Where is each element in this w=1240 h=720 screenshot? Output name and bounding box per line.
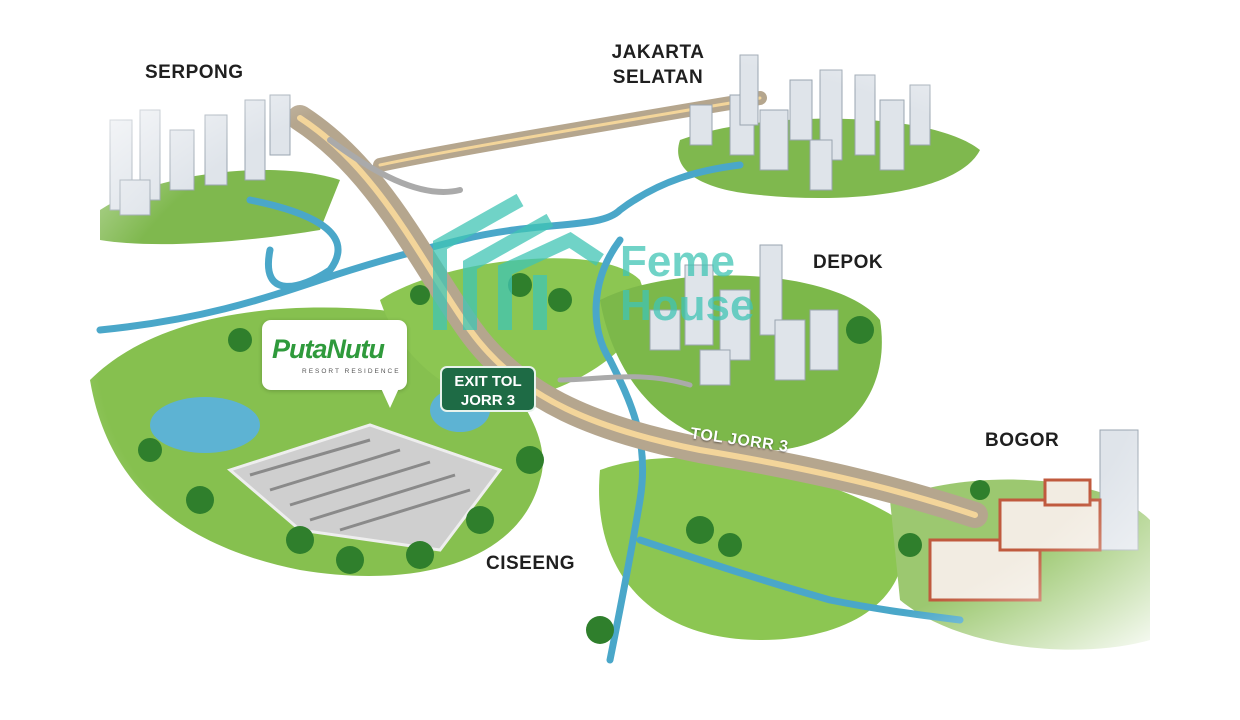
- jakarta-line1: JAKARTA: [611, 42, 705, 63]
- logo-name: PutaNutu: [272, 334, 385, 364]
- exit-tol-badge: EXIT TOL JORR 3: [440, 366, 536, 412]
- logo-pointer: [380, 386, 400, 408]
- place-label-depok: DEPOK: [813, 252, 884, 273]
- place-label-jakarta-selatan: JAKARTA SELATAN: [606, 40, 710, 90]
- exit-badge-line2: JORR 3: [460, 392, 516, 409]
- watermark-line1: Feme: [620, 237, 735, 286]
- exit-badge-line1: EXIT TOL: [454, 373, 522, 390]
- watermark-line2: House: [620, 281, 755, 330]
- place-label-ciseeng: CISEENG: [486, 553, 576, 574]
- place-label-serpong: SERPONG: [145, 62, 244, 83]
- place-label-bogor: BOGOR: [985, 430, 1060, 451]
- logo-tagline: RESORT RESIDENCE: [302, 368, 401, 375]
- watermark-text: Feme House: [620, 240, 754, 328]
- jakarta-line2: SELATAN: [612, 67, 704, 88]
- putanutu-logo-card: PutaNutu RESORT RESIDENCE: [262, 320, 407, 408]
